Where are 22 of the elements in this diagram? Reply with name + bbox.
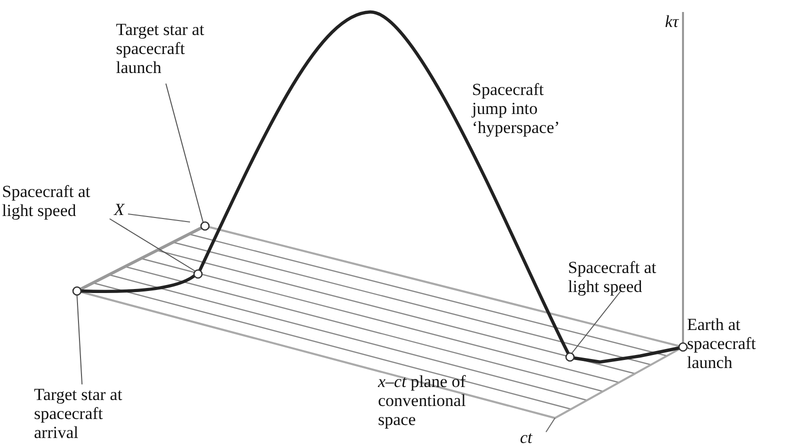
worldline-curve	[572, 346, 681, 364]
callout-text: Spacecraft at light speed	[568, 258, 688, 296]
point-marker	[565, 352, 575, 362]
callout-text: Spacecraft at light speed	[2, 182, 114, 220]
point-marker	[200, 221, 210, 231]
callout-text: Earth at spacecraft launch	[687, 315, 757, 372]
plane-caption: x–ct plane of conventional space	[378, 372, 467, 429]
leader-line	[110, 218, 196, 272]
point-marker	[72, 286, 82, 296]
leader-line	[76, 294, 82, 384]
leader-line	[572, 292, 620, 354]
callout-text: Target star at spacecraft arrival	[34, 385, 134, 442]
note-text: Spacecraft jump into ‘hyperspace’	[472, 80, 561, 137]
leader-line	[166, 84, 204, 222]
axis-label: ct	[520, 428, 534, 447]
point-marker	[193, 269, 203, 279]
axis-label: X	[114, 200, 126, 219]
callout-text: Target star at spacecraft launch	[116, 20, 216, 77]
worldline-curve	[198, 10, 570, 355]
axis-label: kτ	[665, 12, 680, 31]
point-marker	[678, 342, 688, 352]
worldline-curve	[79, 274, 196, 294]
